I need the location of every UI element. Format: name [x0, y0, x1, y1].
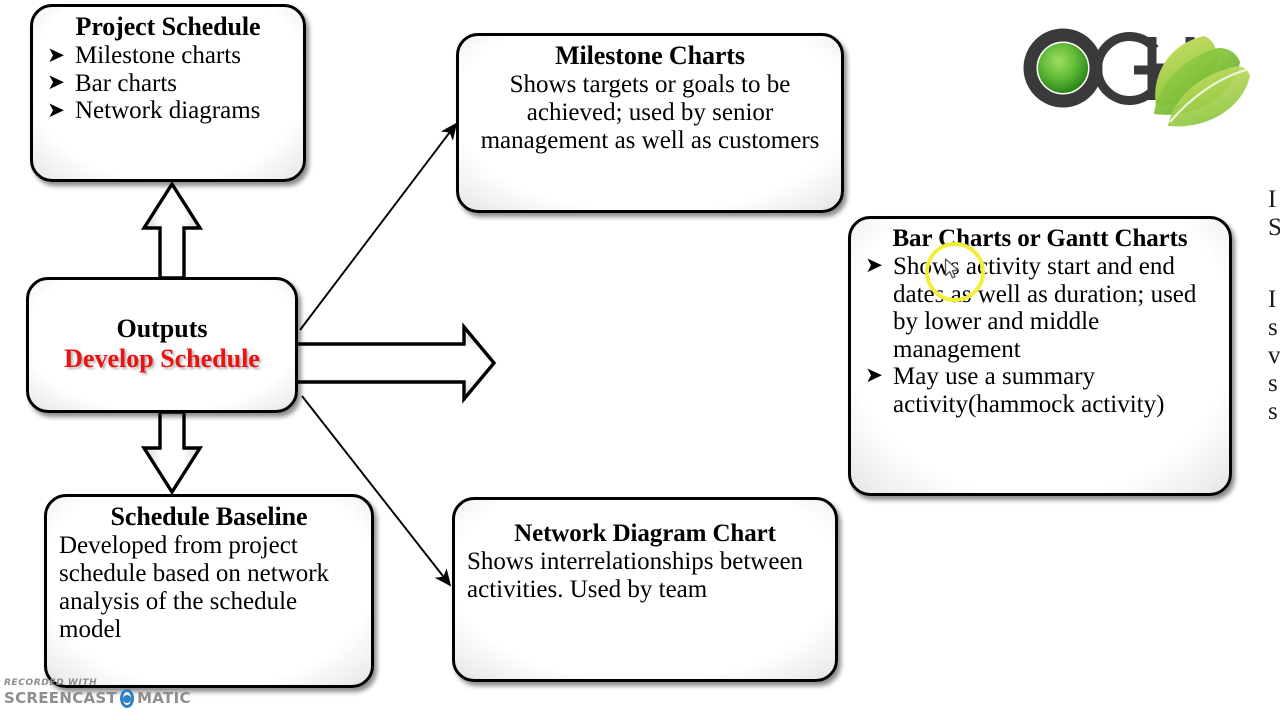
arrow-bullet-icon: ➤ — [47, 70, 66, 95]
target-dot-icon — [120, 689, 135, 708]
block-arrow-right — [294, 322, 497, 404]
clipped-line: v — [1268, 342, 1280, 369]
clipped-line: S — [1268, 214, 1280, 241]
list-item: ➤ Milestone charts — [45, 42, 291, 70]
clipped-line: s — [1268, 370, 1278, 397]
box-milestone-charts[interactable]: Milestone Charts Shows targets or goals … — [456, 33, 844, 213]
bullet-list: ➤ Shows activity start and end dates as … — [863, 253, 1217, 418]
box-title: Network Diagram Chart — [514, 520, 776, 547]
arrow-bullet-icon: ➤ — [865, 363, 884, 389]
block-arrow-down — [140, 410, 204, 496]
box-body: Shows interrelationships between activit… — [467, 548, 804, 603]
watermark-brand-left: SCREENCAST — [4, 689, 118, 707]
box-title: Milestone Charts — [555, 41, 745, 70]
box-title: Schedule Baseline — [110, 502, 308, 531]
box-outputs-develop-schedule[interactable]: Outputs Develop Schedule — [26, 277, 298, 413]
offscreen-text-clip: I S I s v s s — [1268, 186, 1280, 446]
arrow-bullet-icon: ➤ — [47, 42, 66, 68]
list-item: ➤ Network diagrams — [45, 97, 291, 125]
list-item: ➤ Shows activity start and end dates as … — [863, 253, 1217, 363]
box-body: Developed from project schedule based on… — [59, 532, 330, 644]
list-item-label: Network diagrams — [75, 97, 261, 125]
box-body: Shows targets or goals to be achieved; u… — [480, 71, 820, 155]
arrow-bullet-icon: ➤ — [865, 253, 884, 279]
ogh-logo — [1023, 28, 1250, 127]
screencast-o-matic-watermark: RECORDED WITH SCREENCAST MATIC — [4, 678, 190, 716]
block-arrow-up — [140, 180, 204, 280]
watermark-recorded-with: RECORDED WITH — [4, 678, 98, 688]
list-item-label: Milestone charts — [75, 42, 241, 70]
connector-to-milestone — [299, 122, 458, 331]
box-project-schedule[interactable]: Project Schedule ➤ Milestone charts ➤ Ba… — [30, 4, 306, 182]
clipped-line: I — [1268, 186, 1277, 213]
list-item: ➤ Bar charts — [45, 70, 291, 98]
develop-schedule-label: Develop Schedule — [64, 344, 260, 373]
box-title: Project Schedule — [75, 12, 261, 41]
list-item: ➤ May use a summary activity(hammock act… — [863, 363, 1217, 418]
box-schedule-baseline[interactable]: Schedule Baseline Developed from project… — [44, 494, 374, 688]
watermark-brand-right: MATIC — [137, 689, 191, 707]
clipped-line: s — [1268, 398, 1278, 425]
box-bar-charts-gantt[interactable]: Bar Charts or Gantt Charts ➤ Shows activ… — [848, 216, 1232, 496]
list-item-label: Bar charts — [75, 69, 178, 97]
clipped-line: s — [1268, 314, 1278, 341]
clipped-line: I — [1268, 286, 1277, 313]
box-title: Bar Charts or Gantt Charts — [892, 225, 1188, 252]
outputs-label: Outputs — [116, 314, 208, 344]
arrow-bullet-icon: ➤ — [47, 97, 66, 123]
bullet-list: ➤ Milestone charts ➤ Bar charts ➤ Networ… — [45, 42, 291, 125]
click-highlight-ring — [925, 242, 985, 302]
mouse-cursor-icon — [944, 258, 959, 279]
list-item-label: May use a summary activity(hammock activ… — [893, 363, 1165, 418]
box-network-diagram-chart[interactable]: Network Diagram Chart Shows interrelatio… — [452, 497, 838, 682]
